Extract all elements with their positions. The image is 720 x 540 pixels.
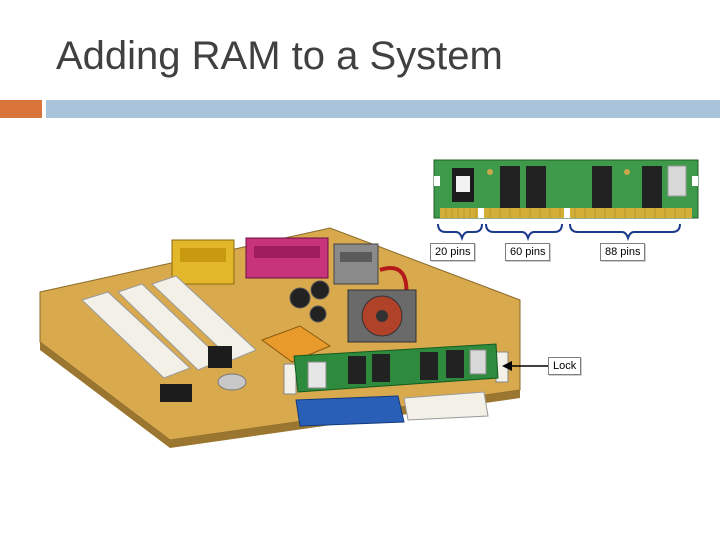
ram-module-installed (293, 343, 499, 393)
label-lock: Lock (548, 357, 582, 375)
pin-braces (437, 223, 681, 242)
ram-module-top (433, 159, 699, 219)
title-accent-bar (0, 100, 42, 118)
label-20-pins: 20 pins (430, 243, 476, 261)
motherboard (39, 227, 521, 448)
label-88-pins: 88 pins (600, 243, 646, 261)
title-divider-bar (46, 100, 720, 118)
lock-arrow (502, 361, 548, 371)
slide-title: Adding RAM to a System (56, 34, 503, 78)
label-60-pins: 60 pins (505, 243, 551, 261)
